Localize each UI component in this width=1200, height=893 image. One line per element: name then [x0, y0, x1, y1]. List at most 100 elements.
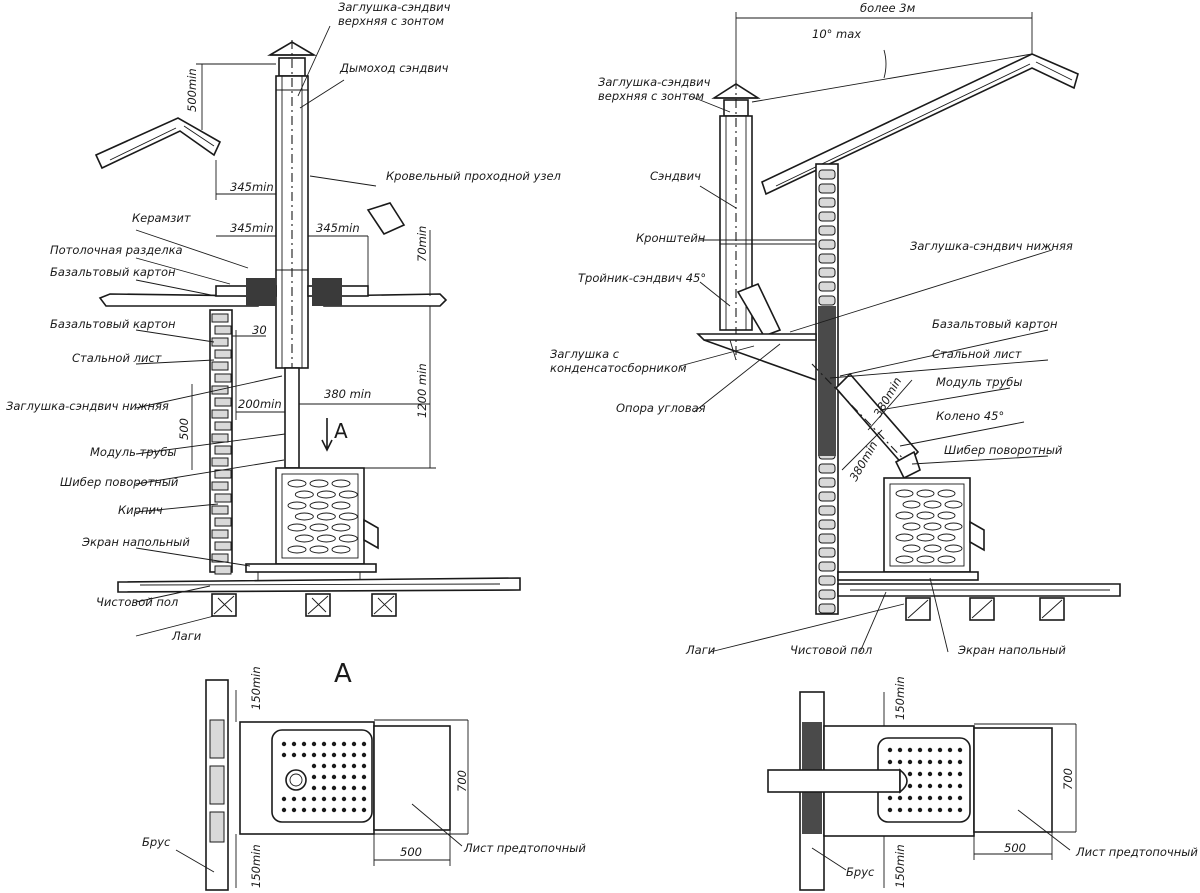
vent-hole — [331, 763, 337, 769]
heater-stone — [287, 501, 307, 510]
right-label-sandwich: Сэндвич — [650, 169, 701, 183]
plan-left-label-sheet: Лист предтопочный — [463, 841, 586, 855]
right-elevation: более 3м 10° max Заглушка-сэндвич верхня… — [550, 1, 1121, 657]
brick — [214, 373, 232, 383]
vent-hole — [281, 752, 287, 758]
plan-right: Брус Лист предтопочный 150min 150min 700… — [767, 676, 1198, 891]
left-ceiling — [98, 278, 448, 307]
right-angle-support — [696, 333, 817, 381]
brick — [211, 481, 229, 491]
plan-left-dim-700: 700 — [455, 770, 469, 792]
heater-stone — [923, 500, 942, 509]
right-roof-section — [761, 53, 1079, 196]
vent-hole — [291, 752, 297, 758]
vent-hole — [947, 759, 953, 765]
right-label-cap-top-1: Заглушка-сэндвич — [598, 75, 711, 89]
heater-stone — [338, 512, 358, 521]
left-dim-1200min: 1200 min — [415, 363, 429, 418]
brick — [211, 409, 229, 419]
brick — [211, 553, 229, 563]
vent-hole — [341, 807, 347, 813]
left-dim-345min-c: 345min — [316, 221, 360, 235]
heater-stone — [316, 534, 336, 543]
left-label-cap-bottom: Заглушка-сэндвич нижняя — [6, 399, 169, 413]
left-stove — [245, 467, 379, 580]
left-dim-30: 30 — [252, 323, 267, 337]
plan-right-label-beam: Брус — [846, 865, 875, 879]
left-dim-500: 500 — [177, 418, 191, 440]
wall-stone — [818, 505, 836, 516]
wall-stone — [818, 281, 836, 292]
brick — [211, 529, 229, 539]
left-pipe-module — [284, 367, 300, 469]
heater-stone — [309, 545, 329, 554]
heater-stone — [902, 544, 921, 553]
heater-stone — [294, 512, 314, 521]
left-floor — [117, 577, 521, 617]
heater-stone — [338, 534, 358, 543]
vent-hole — [937, 747, 943, 753]
vent-hole — [957, 759, 963, 765]
left-brick-wall — [209, 309, 233, 575]
left-label-brick: Кирпич — [118, 503, 163, 517]
left-label-chimney: Дымоход сэндвич — [339, 61, 449, 75]
vent-hole — [361, 796, 367, 802]
left-keramzit-fill — [246, 278, 276, 306]
vent-hole — [917, 771, 923, 777]
heater-stone — [944, 544, 963, 553]
vent-hole — [937, 759, 943, 765]
right-sandwich — [719, 80, 816, 360]
right-label-cap-cond-2: конденсатосборником — [550, 361, 687, 375]
vent-hole — [361, 752, 367, 758]
vent-hole — [897, 795, 903, 801]
vent-hole — [917, 807, 923, 813]
vent-hole — [331, 741, 337, 747]
left-leader-lines — [135, 25, 377, 637]
right-label-basalt: Базальтовый картон — [932, 317, 1058, 331]
plan-left: A Брус Лист предтопочный 150min 150min 7… — [142, 659, 586, 891]
left-label-cap-top-1: Заглушка-сэндвич — [338, 0, 451, 14]
heater-stone — [331, 501, 351, 510]
heater-stone — [316, 490, 336, 499]
vent-hole — [907, 783, 913, 789]
right-label-over-3m: более 3м — [860, 1, 916, 15]
wall-stone — [818, 239, 836, 250]
vent-hole — [937, 783, 943, 789]
vent-hole — [351, 763, 357, 769]
brick — [211, 457, 229, 467]
vent-hole — [947, 795, 953, 801]
brick — [214, 445, 232, 455]
plan-left-dim-500: 500 — [400, 845, 422, 859]
left-dimension-lines — [191, 63, 436, 470]
vent-hole — [281, 807, 287, 813]
right-dim-380min-a: 380min — [870, 375, 904, 420]
vent-hole — [927, 783, 933, 789]
wall-stone — [818, 589, 836, 600]
vent-hole — [947, 771, 953, 777]
vent-hole — [321, 774, 327, 780]
heater-stone — [937, 555, 956, 564]
vent-hole — [927, 771, 933, 777]
heater-stone — [916, 489, 935, 498]
heater-stone — [287, 523, 307, 532]
vent-hole — [331, 785, 337, 791]
plan-right-dim-500: 500 — [1004, 841, 1026, 855]
heater-stone — [944, 500, 963, 509]
plan-left-dim-150-b: 150min — [249, 844, 263, 888]
vent-hole — [351, 752, 357, 758]
right-label-angle: 10° max — [812, 27, 861, 41]
left-dim-380min: 380 min — [324, 387, 371, 401]
vent-hole — [301, 807, 307, 813]
vent-hole — [311, 785, 317, 791]
right-label-pipe-module: Модуль трубы — [936, 375, 1022, 389]
vent-hole — [291, 741, 297, 747]
plan-left-label-beam: Брус — [142, 835, 171, 849]
vent-hole — [957, 807, 963, 813]
plan-left-dim-150-a: 150min — [249, 666, 263, 710]
vent-hole — [301, 752, 307, 758]
heater-stone — [331, 523, 351, 532]
vent-hole — [281, 796, 287, 802]
left-label-basalt-1: Базальтовый картон — [50, 265, 176, 279]
vent-hole — [331, 752, 337, 758]
left-label-steel-sheet: Стальной лист — [72, 351, 162, 365]
